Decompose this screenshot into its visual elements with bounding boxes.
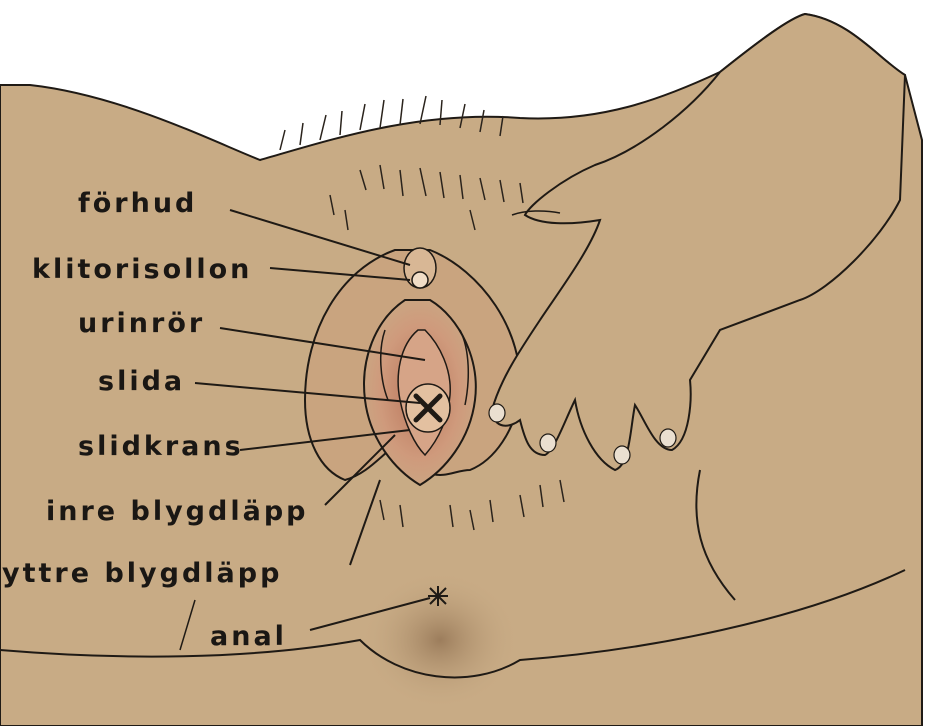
label-urinror: urinrör — [78, 308, 205, 339]
label-anal: anal — [210, 621, 287, 652]
label-forhud: förhud — [78, 188, 197, 219]
clitoral-glans — [412, 272, 428, 288]
label-slidkrans: slidkrans — [78, 431, 244, 462]
label-klitorisollon: klitorisollon — [32, 254, 252, 285]
anus-mark — [428, 586, 448, 606]
anal-shadow — [360, 570, 520, 710]
label-inre-blygdlapp: inre blygdläpp — [46, 496, 308, 527]
label-slida: slida — [98, 366, 185, 397]
label-yttre-blygdlapp: yttre blygdläpp — [2, 558, 282, 589]
